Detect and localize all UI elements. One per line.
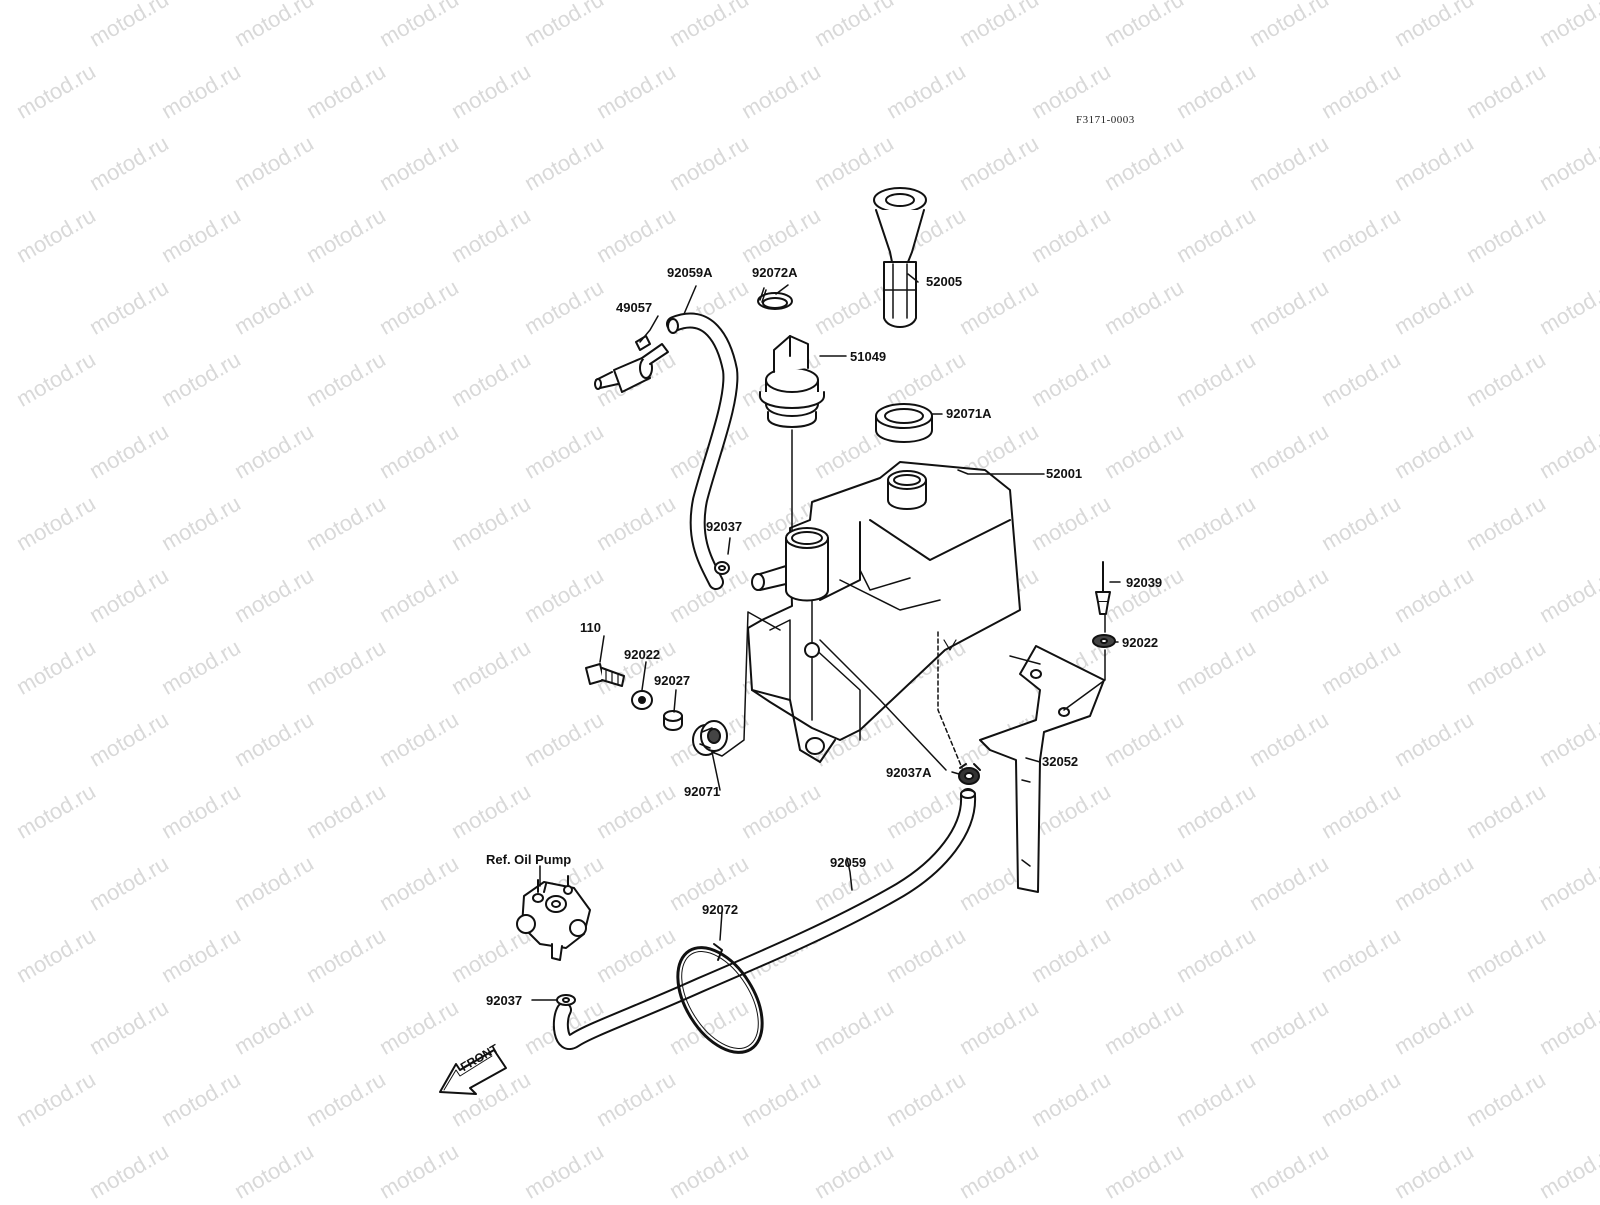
clamp-92072A xyxy=(757,287,793,310)
part-label-92059: 92059 xyxy=(830,855,867,870)
assembly-lines xyxy=(711,429,1106,771)
clip-92037-top xyxy=(714,561,730,575)
part-label-ref-oil-pump: Ref. Oil Pump xyxy=(486,852,572,867)
part-label-51049: 51049 xyxy=(850,349,887,364)
part-label-92037A: 92037A xyxy=(886,765,932,780)
part-label-92059A: 92059A xyxy=(667,265,713,280)
part-label-92022-left: 92022 xyxy=(624,647,661,662)
washer-92022-right xyxy=(1092,634,1116,648)
part-label-92071: 92071 xyxy=(684,784,721,799)
front-arrow xyxy=(439,1049,507,1095)
figure-code: F3171-0003 xyxy=(1076,114,1135,126)
cap-51049 xyxy=(759,335,825,428)
tank-neck xyxy=(887,470,927,510)
oil-tank-52001 xyxy=(747,461,1021,763)
part-label-92039: 92039 xyxy=(1126,575,1163,590)
part-label-52001: 52001 xyxy=(1046,466,1083,481)
dipstick-52005 xyxy=(873,187,927,328)
grommet-92071 xyxy=(692,720,728,756)
part-label-92071A: 92071A xyxy=(946,406,992,421)
part-label-92037-bottom: 92037 xyxy=(486,993,523,1008)
grommet-92071A xyxy=(875,403,933,443)
bracket-32052 xyxy=(979,645,1105,893)
part-label-92022-right: 92022 xyxy=(1122,635,1159,650)
washer-92022-left xyxy=(631,690,653,710)
clip-92037-bottom xyxy=(556,994,576,1006)
clamp-92072 xyxy=(676,943,764,1054)
part-label-92072A: 92072A xyxy=(752,265,798,280)
part-label-92072: 92072 xyxy=(702,902,739,917)
part-label-92037-top: 92037 xyxy=(706,519,743,534)
part-label-32052: 32052 xyxy=(1042,754,1079,769)
collar-92027 xyxy=(663,710,683,731)
oil-hose-92059 xyxy=(552,788,977,1050)
part-label-92027: 92027 xyxy=(654,673,691,688)
rivet-92039 xyxy=(1095,561,1111,615)
filler-neck xyxy=(751,527,829,602)
leader-lines xyxy=(531,273,1121,1001)
part-label-52005: 52005 xyxy=(926,274,963,289)
part-label-49057: 49057 xyxy=(616,300,653,315)
vent-hose-92059A xyxy=(666,312,739,590)
oil-pump-ref xyxy=(516,875,591,961)
part-label-110: 110 xyxy=(580,620,601,635)
bolt-110 xyxy=(585,663,625,687)
check-valve-49057 xyxy=(594,335,669,393)
